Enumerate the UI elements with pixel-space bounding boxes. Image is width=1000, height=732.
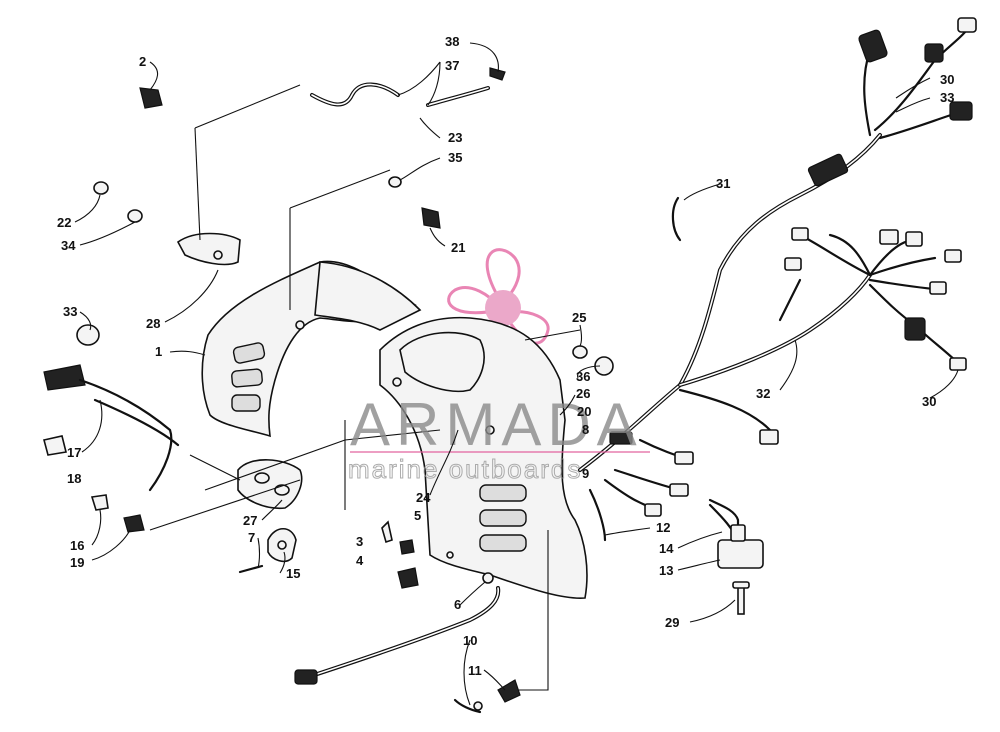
callout-leaders [74,42,959,706]
bolt-part-29 [732,581,750,615]
callout-37: 36 [576,369,590,384]
callout-25: 25 [572,310,586,325]
callout-5: 5 [414,508,421,523]
callout-30-top: 30 [940,72,954,87]
bracket-part-15 [267,527,297,563]
callout-29: 29 [665,615,679,630]
callout-14: 14 [659,541,674,556]
wire-part-10 [294,586,501,714]
callout-28: 28 [146,316,160,331]
callout-15: 15 [286,566,300,581]
callout-20: 20 [577,404,591,419]
callout-35: 34 [61,238,76,253]
watermark-brand: ARMADA [350,391,643,458]
watermark-tagline: marine outboards [348,454,582,484]
callout-4: 4 [356,553,364,568]
callout-39: 38 [445,34,459,49]
callout-numbers: 2 38 37 23 35 22 34 21 28 1 33 25 36 26 … [57,34,954,678]
callout-33: 33 [940,90,954,105]
callout-27: 27 [243,513,257,528]
callout-3: 3 [356,534,363,549]
callout-17: 17 [67,445,81,460]
callout-38: 37 [445,58,459,73]
callout-19: 19 [70,555,84,570]
callout-1: 1 [155,344,162,359]
callout-6: 6 [454,597,461,612]
callout-13: 13 [659,563,673,578]
callout-26: 26 [576,386,590,401]
console-body [379,316,588,599]
harness-connectors [609,17,977,517]
callout-36: 35 [448,150,462,165]
wiring-harness [578,23,972,547]
assembly-lines [149,84,581,691]
callout-24: 24 [416,490,431,505]
hose-parts-38 [310,67,506,107]
callout-18: 18 [67,471,81,486]
callout-10: 10 [463,633,477,648]
front-panel-part-1 [201,260,422,438]
bracket-part-28 [176,232,241,266]
callout-32: 32 [756,386,770,401]
small-parts [43,87,682,589]
callout-31: 31 [716,176,730,191]
armada-watermark: ARMADA marine outboards [348,391,650,485]
key-switch-part-11 [473,679,521,711]
callout-30-bottom: 30 [922,394,936,409]
callout-23: 23 [448,130,462,145]
callout-34: 33 [63,304,77,319]
callout-22: 22 [57,215,71,230]
callout-8: 8 [582,422,589,437]
callout-7: 7 [248,530,255,545]
callout-9: 9 [582,466,589,481]
solenoid-part-13 [708,498,764,569]
callout-16: 16 [70,538,84,553]
callout-11: 11 [468,663,482,678]
callout-21: 21 [451,240,465,255]
callout-12: 12 [656,520,670,535]
callout-2: 2 [139,54,146,69]
